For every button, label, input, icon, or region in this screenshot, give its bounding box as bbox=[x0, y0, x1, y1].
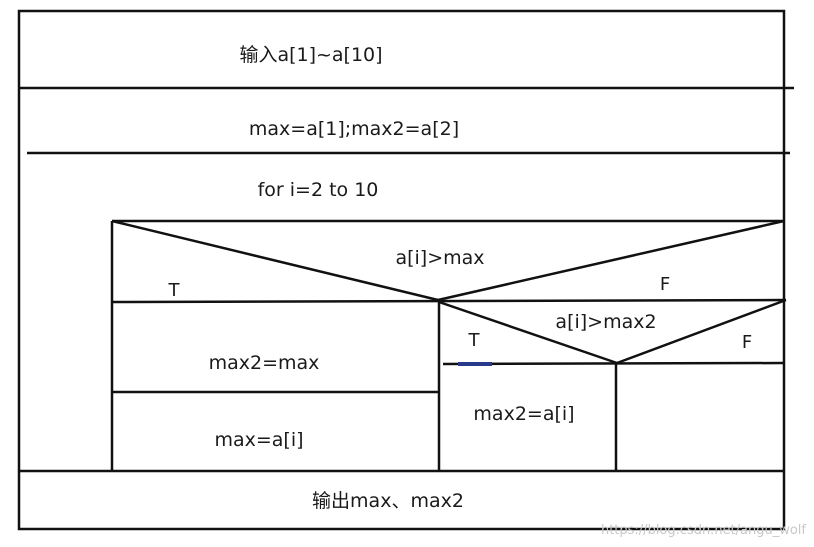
left-step1-label: max2=max bbox=[209, 352, 320, 374]
outer-false-label: F bbox=[660, 274, 670, 295]
diagram-frame bbox=[17, 9, 786, 531]
inner-false-label: F bbox=[742, 332, 752, 353]
outer-condition-right-diagonal bbox=[437, 219, 785, 302]
inner-condition-base bbox=[442, 361, 785, 366]
left-step2-label: max=a[i] bbox=[214, 429, 303, 451]
loop-header-label: for i=2 to 10 bbox=[258, 179, 379, 201]
inner-condition-left-diagonal bbox=[438, 300, 618, 365]
input-block-label: 输入a[1]~a[10] bbox=[239, 44, 382, 66]
outer-condition-label: a[i]>max bbox=[395, 247, 484, 269]
watermark: https://blog.csdn.net/angu_wolf bbox=[601, 523, 806, 538]
output-block-label: 输出max、max2 bbox=[312, 490, 464, 512]
inner-true-step-label: max2=a[i] bbox=[473, 403, 574, 425]
outer-true-label: T bbox=[168, 280, 181, 301]
outer-condition-base bbox=[111, 298, 787, 304]
init-block-label: max=a[1];max2=a[2] bbox=[249, 118, 459, 140]
inner-condition-label: a[i]>max2 bbox=[555, 311, 656, 333]
inner-true-label: T bbox=[468, 330, 481, 351]
outer-condition-left-diagonal bbox=[111, 219, 439, 302]
inner-condition-right-diagonal bbox=[616, 298, 787, 365]
